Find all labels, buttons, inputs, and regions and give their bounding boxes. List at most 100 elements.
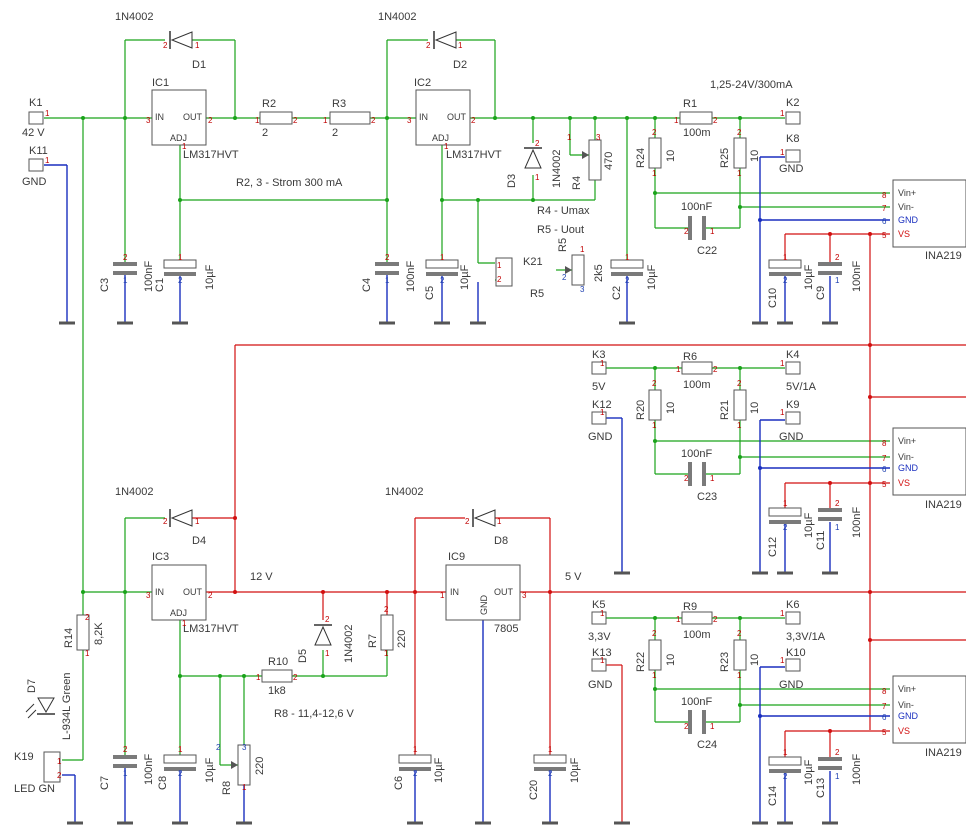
c24-ref: C24: [697, 739, 717, 751]
k2-pad[interactable]: [785, 111, 801, 125]
ina2-gnd: GND: [898, 463, 919, 473]
k10-pad[interactable]: [785, 658, 801, 672]
svg-text:2: 2: [208, 591, 213, 600]
r10-ref: R10: [268, 656, 288, 668]
svg-text:1: 1: [652, 421, 657, 430]
svg-text:2: 2: [440, 276, 445, 285]
svg-text:2: 2: [625, 276, 630, 285]
svg-text:1: 1: [242, 783, 247, 792]
r5-body: [571, 254, 585, 286]
c22-ref: C22: [697, 245, 717, 257]
c10-value: 10µF: [803, 264, 815, 290]
k13-value: GND: [588, 679, 613, 691]
k6-value: 3,3V/1A: [786, 631, 826, 643]
ic1-ref: IC1: [152, 77, 169, 89]
svg-text:2: 2: [123, 253, 128, 262]
c6-value: 10µF: [433, 757, 445, 783]
svg-text:1: 1: [710, 227, 715, 236]
svg-text:2: 2: [497, 275, 502, 284]
svg-text:1: 1: [783, 499, 788, 508]
ic2-value: LM317HVT: [446, 149, 502, 161]
svg-text:1: 1: [676, 615, 681, 624]
d3-ref: D3: [506, 174, 518, 188]
svg-text:1: 1: [600, 359, 605, 368]
svg-text:2: 2: [737, 379, 742, 388]
k6-pad[interactable]: [785, 611, 801, 625]
svg-text:1: 1: [323, 116, 328, 125]
k13-pad[interactable]: [591, 658, 607, 672]
k19-ref: K19: [14, 751, 34, 763]
k11-pad[interactable]: [28, 158, 44, 172]
connector-pads: [28, 111, 801, 783]
c14-value: 10µF: [803, 759, 815, 785]
svg-text:1: 1: [652, 671, 657, 680]
c12-value: 10µF: [803, 512, 815, 538]
r23-body: [733, 639, 747, 671]
ina3-vinp: Vin+: [898, 684, 916, 694]
r2-body: [259, 111, 293, 125]
svg-text:2: 2: [737, 128, 742, 137]
ina3-value: INA219: [925, 747, 962, 759]
k11-value: GND: [22, 176, 47, 188]
d4-value: 1N4002: [115, 486, 154, 498]
svg-text:2: 2: [713, 116, 718, 125]
d2-ref: D2: [453, 59, 467, 71]
svg-text:5: 5: [882, 231, 887, 240]
d4-ref: D4: [192, 535, 206, 547]
svg-text:1: 1: [45, 156, 50, 165]
c13-ref: C13: [815, 778, 827, 798]
c20-value: 10µF: [569, 757, 581, 783]
k12-pad[interactable]: [591, 411, 607, 425]
svg-text:2: 2: [163, 517, 168, 526]
c8-ref: C8: [157, 776, 169, 790]
r4-ref: R4: [571, 176, 583, 190]
k4-pad[interactable]: [785, 361, 801, 375]
svg-text:2: 2: [465, 517, 470, 526]
svg-text:8: 8: [882, 191, 887, 200]
ic2-adj: ADJ: [432, 133, 449, 143]
ina219-3-body: [892, 675, 966, 744]
r25-body: [733, 137, 747, 169]
svg-text:1: 1: [835, 523, 840, 532]
k3-pad[interactable]: [591, 361, 607, 375]
k21-connector[interactable]: [495, 257, 513, 287]
svg-text:2: 2: [471, 116, 476, 125]
svg-text:1: 1: [600, 408, 605, 417]
svg-text:2: 2: [384, 605, 389, 614]
k1-value: 42 V: [22, 127, 45, 139]
ic1-adj: ADJ: [170, 133, 187, 143]
svg-text:2: 2: [385, 253, 390, 262]
c7-value: 100nF: [143, 754, 155, 785]
ic1-body: [151, 89, 207, 146]
svg-text:8: 8: [882, 439, 887, 448]
c14-ref: C14: [767, 786, 779, 806]
svg-text:2: 2: [413, 769, 418, 778]
svg-text:1: 1: [255, 116, 260, 125]
svg-text:1: 1: [625, 253, 630, 262]
k5-pad[interactable]: [591, 611, 607, 625]
r9-value: 100m: [683, 629, 711, 641]
svg-text:1: 1: [444, 142, 449, 151]
k8-pad[interactable]: [785, 149, 801, 163]
k3-ref: K3: [592, 349, 605, 361]
k19-connector[interactable]: [43, 751, 61, 783]
svg-text:6: 6: [882, 465, 887, 474]
r9-ref: R9: [683, 601, 697, 613]
k1-pad[interactable]: [28, 111, 44, 125]
svg-text:1: 1: [783, 748, 788, 757]
svg-text:3: 3: [522, 591, 527, 600]
svg-text:2: 2: [178, 769, 183, 778]
r5-ref: R5: [530, 288, 544, 300]
k5-ref: K5: [592, 599, 605, 611]
c3-value: 100nF: [143, 261, 155, 292]
red-wires: [192, 232, 966, 822]
k9-pad[interactable]: [785, 411, 801, 425]
ic3-out: OUT: [183, 587, 203, 597]
r6-value: 100m: [683, 379, 711, 391]
svg-text:1: 1: [710, 722, 715, 731]
c23-ref: C23: [697, 491, 717, 503]
svg-text:2: 2: [737, 629, 742, 638]
r22-value: 10: [665, 654, 677, 666]
